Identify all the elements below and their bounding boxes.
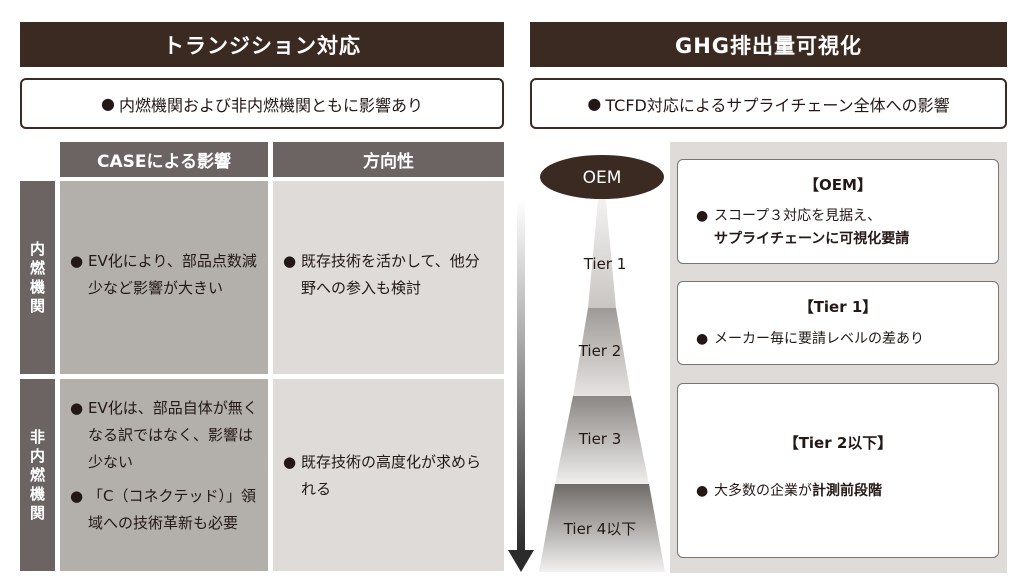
list-item: ● 「C（コネクテッド）」領域への技術革新も必要 bbox=[70, 483, 258, 537]
direction-text: 既存技術の高度化が求められる bbox=[301, 453, 482, 498]
bullet-icon: ● bbox=[696, 483, 709, 499]
tier-label-1: Tier 1 bbox=[583, 255, 627, 273]
bullet-icon: ● bbox=[587, 94, 602, 113]
cell-non-ice-direction: ● 既存技術の高度化が求められる bbox=[273, 379, 504, 571]
left-section-title: トランジション対応 bbox=[20, 22, 504, 67]
direction-text: 既存技術を活かして、他分野への参入も検討 bbox=[301, 252, 480, 297]
cell-ice-direction: ● 既存技術を活かして、他分野への参入も検討 bbox=[273, 181, 504, 374]
oem-ellipse bbox=[540, 155, 664, 199]
arrow-head-icon bbox=[508, 550, 534, 572]
bullet-icon: ● bbox=[70, 487, 84, 505]
bullet-icon: ● bbox=[696, 331, 709, 347]
info-box-emphasis: 計測前段階 bbox=[812, 483, 882, 499]
info-box-tier2-below: 【Tier 2以下】 ● 大多数の企業が計測前段階 bbox=[677, 383, 999, 558]
left-section-title-text: トランジション対応 bbox=[163, 33, 361, 58]
list-item: ● EV化により、部品点数減少など影響が大きい bbox=[70, 248, 258, 302]
right-summary-text: TCFD対応によるサプライチェーン全体への影響 bbox=[605, 95, 950, 115]
info-box-text: スコープ３対応を見据え、 bbox=[714, 208, 882, 224]
tier-label-3: Tier 3 bbox=[578, 430, 622, 448]
bullet-icon: ● bbox=[70, 252, 84, 270]
bullet-icon: ● bbox=[283, 453, 297, 471]
pyramid-top-label: OEM bbox=[583, 168, 622, 188]
row-header-non-ice-text: 非内燃機関 bbox=[29, 427, 45, 522]
col-header-impact-text: CASEによる影響 bbox=[97, 152, 231, 172]
pyramid-tier-3 bbox=[555, 396, 649, 484]
tier-label-2: Tier 2 bbox=[578, 342, 622, 360]
bullet-icon: ● bbox=[101, 94, 115, 113]
pyramid-tier-2 bbox=[573, 308, 631, 396]
arrow-shaft bbox=[517, 200, 525, 552]
bullet-icon: ● bbox=[283, 252, 297, 270]
info-box-emphasis: サプライチェーンに可視化要請 bbox=[714, 231, 910, 247]
col-header-direction: 方向性 bbox=[273, 142, 504, 177]
list-item: ● 既存技術の高度化が求められる bbox=[283, 449, 488, 503]
left-summary-text: 内燃機関および非内燃機関ともに影響あり bbox=[118, 95, 423, 115]
info-box-title: 【Tier 2以下】 bbox=[783, 434, 893, 452]
right-section-title-text: GHG排出量可視化 bbox=[674, 33, 863, 58]
cell-ice-impact: ● EV化により、部品点数減少など影響が大きい bbox=[60, 181, 268, 374]
impact-text: 「C（コネクテッド）」領域への技術革新も必要 bbox=[88, 487, 256, 532]
list-item: ● メーカー毎に要請レベルの差あり bbox=[696, 328, 991, 351]
info-box-title: 【Tier 1】 bbox=[798, 298, 878, 316]
list-item: ● 大多数の企業が計測前段階 bbox=[696, 480, 991, 503]
impact-text: EV化は、部品自体が無くなる訳ではなく、影響は少ない bbox=[88, 399, 258, 471]
pyramid-tier-4 bbox=[539, 484, 665, 572]
col-header-direction-text: 方向性 bbox=[363, 152, 414, 172]
info-box-title: 【OEM】 bbox=[804, 176, 872, 194]
bullet-icon: ● bbox=[696, 208, 709, 224]
row-header-non-ice: 非内燃機関 bbox=[20, 379, 55, 571]
left-summary-box: ● 内燃機関および非内燃機関ともに影響あり bbox=[20, 78, 504, 129]
info-box-oem: 【OEM】 ● スコープ３対応を見据え、サプライチェーンに可視化要請 bbox=[677, 159, 999, 264]
bullet-icon: ● bbox=[70, 399, 84, 417]
pyramid-tier-1 bbox=[588, 190, 616, 308]
impact-text: EV化により、部品点数減少など影響が大きい bbox=[88, 252, 257, 297]
right-section-title: GHG排出量可視化 bbox=[530, 22, 1007, 67]
list-item: ● EV化は、部品自体が無くなる訳ではなく、影響は少ない bbox=[70, 395, 258, 476]
col-header-impact: CASEによる影響 bbox=[60, 142, 268, 177]
info-box-text: 大多数の企業が bbox=[714, 483, 812, 499]
row-header-ice-text: 内燃機関 bbox=[29, 239, 45, 315]
supply-chain-pyramid: OEM bbox=[508, 155, 665, 572]
info-box-text: メーカー毎に要請レベルの差あり bbox=[714, 331, 924, 347]
info-box-tier1: 【Tier 1】 ● メーカー毎に要請レベルの差あり bbox=[677, 281, 999, 365]
list-item: ● 既存技術を活かして、他分野への参入も検討 bbox=[283, 248, 488, 302]
list-item: ● スコープ３対応を見据え、サプライチェーンに可視化要請 bbox=[696, 205, 991, 251]
tier-label-4: Tier 4以下 bbox=[563, 520, 637, 538]
row-header-ice: 内燃機関 bbox=[20, 181, 55, 374]
cell-non-ice-impact: ● EV化は、部品自体が無くなる訳ではなく、影響は少ない ● 「C（コネクテッド… bbox=[60, 379, 268, 571]
right-summary-box: ● TCFD対応によるサプライチェーン全体への影響 bbox=[530, 78, 1007, 129]
